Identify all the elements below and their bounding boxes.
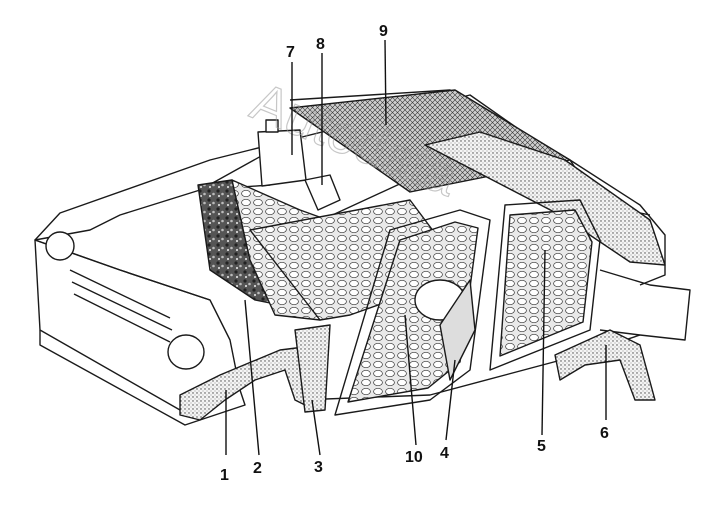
callout-6: 6 (600, 425, 609, 442)
callout-10: 10 (405, 449, 423, 466)
callout-1: 1 (220, 467, 229, 484)
rear-door-seal (489, 199, 601, 371)
callout-4: 4 (440, 445, 449, 462)
right-headlamp (167, 334, 205, 370)
callouts: 1 2 3 4 5 6 7 8 9 10 (220, 23, 609, 484)
front-wheel-arch-liner (179, 344, 321, 421)
callout-2: 2 (253, 460, 262, 477)
front-door-seal (334, 209, 491, 416)
leader-lines (225, 39, 607, 456)
rear-wheel-arch-liner (554, 329, 656, 401)
callout-9: 9 (379, 23, 388, 40)
left-headlamp (45, 231, 75, 261)
splash-shield (294, 324, 331, 413)
door-pocket (439, 279, 476, 381)
callout-7: 7 (286, 44, 295, 61)
callout-5: 5 (537, 438, 546, 455)
callout-3: 3 (314, 459, 323, 476)
callout-8: 8 (316, 36, 325, 53)
rear-door-trim (499, 209, 593, 357)
